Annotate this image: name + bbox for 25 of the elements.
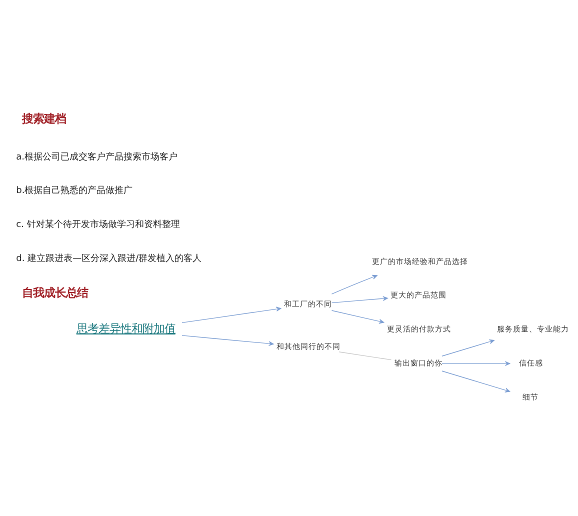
node-text: 更灵活的付款方式 [386,324,451,334]
arrow [331,274,378,294]
node-text: 思考差异性和附加值 [76,322,176,336]
label: c. 针对某个待开发市场做学习和资料整理 [16,220,180,230]
arrow [182,335,274,346]
arrow [442,361,510,366]
label: 自我成长总结 [22,286,88,300]
node-text: 信任感 [518,358,543,368]
label: d. 建立跟进表—区分深入跟进/群发植入的客人 [16,254,202,264]
arrow [182,306,282,324]
arrow [442,370,510,392]
node-text: 更广的市场经验和产品选择 [372,256,468,266]
node-text: 和工厂的不同 [284,300,332,309]
node-text: 和其他同行的不同 [276,342,341,351]
arrow [331,296,388,304]
arrow [442,339,494,356]
label: a.根据公司已成交客户产品搜索市场客户 [16,152,178,162]
label: 搜索建档 [22,112,66,126]
node-text: 输出窗口的你 [394,358,442,368]
node-text: 细节 [522,392,539,402]
connector [338,352,392,360]
node-text: 更大的产品范围 [390,290,447,300]
arrow [331,310,384,324]
node-text: 服务质量、专业能力 [497,324,570,334]
label: b.根据自己熟悉的产品做推广 [16,186,133,196]
